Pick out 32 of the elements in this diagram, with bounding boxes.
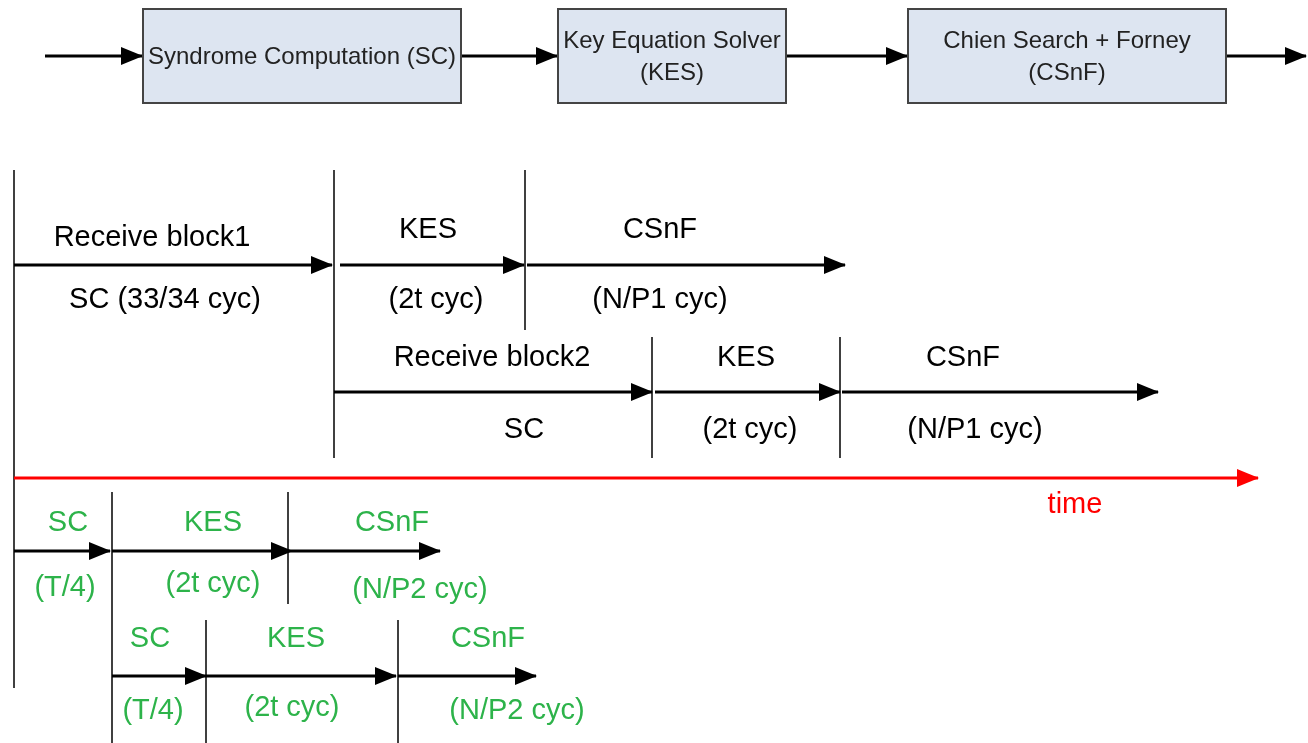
phase-label: KES <box>717 339 775 373</box>
arrow <box>787 47 908 65</box>
process-box: Chien Search + Forney (CSnF) <box>907 8 1227 104</box>
phase-label: Receive block1 <box>53 219 251 253</box>
duration-label: (2t cyc) <box>165 565 261 599</box>
phase-label: SC <box>503 411 545 445</box>
arrow <box>462 47 558 65</box>
phase-label: KES <box>267 620 325 654</box>
arrow <box>1227 47 1307 65</box>
duration-label: (N/P2 cyc) <box>352 571 488 605</box>
duration-label: (N/P1 cyc) <box>592 281 728 315</box>
phase-label: CSnF <box>622 211 698 245</box>
phase-label: KES <box>399 211 457 245</box>
duration-label: (2t cyc) <box>244 689 340 723</box>
duration-label: (T/4) <box>122 692 184 726</box>
phase-label: SC <box>47 504 89 538</box>
phase-label: SC <box>129 620 171 654</box>
phase-label: Receive block2 <box>393 339 591 373</box>
process-box: Key Equation Solver (KES) <box>557 8 787 104</box>
phase-label: CSnF <box>450 620 526 654</box>
arrow <box>45 47 143 65</box>
duration-label: (2t cyc) <box>388 281 484 315</box>
duration-label: (N/P2 cyc) <box>449 692 585 726</box>
phase-label: CSnF <box>354 504 430 538</box>
duration-label: (2t cyc) <box>702 411 798 445</box>
duration-label: (T/4) <box>34 569 96 603</box>
axis-label: time <box>1047 486 1103 520</box>
duration-label: (N/P1 cyc) <box>907 411 1043 445</box>
phase-label: KES <box>184 504 242 538</box>
duration-label: SC (33/34 cyc) <box>69 281 261 315</box>
phase-label: CSnF <box>925 339 1001 373</box>
process-box: Syndrome Computation (SC) <box>142 8 462 104</box>
